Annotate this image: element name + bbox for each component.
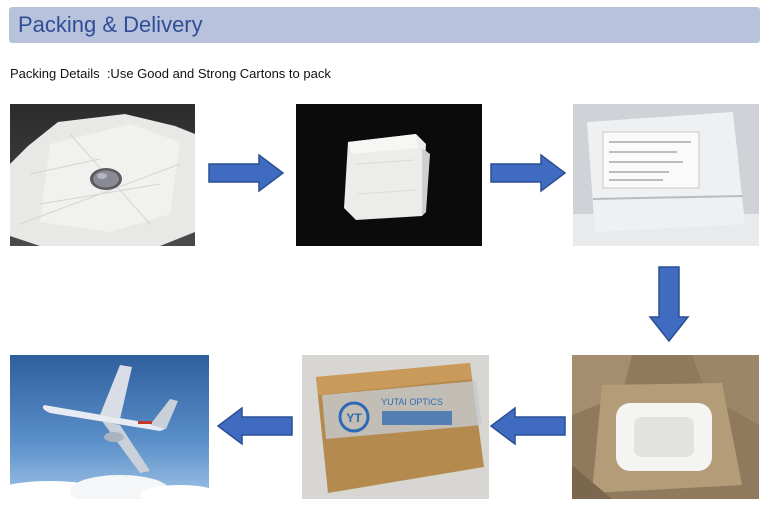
arrow-right-1	[207, 153, 285, 193]
packing-details-text: Packing Details :Use Good and Strong Car…	[10, 66, 331, 81]
arrow-down	[648, 265, 690, 343]
arrow-right-icon	[490, 153, 567, 193]
photo-foam-in-carton	[572, 355, 759, 499]
photo-wrapped-in-tissue	[296, 104, 482, 246]
arrow-right-2	[489, 153, 567, 193]
section-title: Packing & Delivery	[18, 12, 203, 37]
arrow-left-1	[489, 406, 567, 446]
photo-taped-carton: YT YUTAI OPTICS	[302, 355, 489, 499]
arrow-down-icon	[648, 266, 690, 343]
section-header: Packing & Delivery	[9, 7, 760, 43]
photo-lens-on-tissue	[10, 104, 195, 246]
arrow-left-icon	[489, 406, 566, 446]
arrow-left-2	[216, 406, 294, 446]
photo-sealed-plastic-bag	[573, 104, 759, 246]
carton-logo-text: YT	[346, 411, 362, 425]
photo-airplane-in-sky	[10, 355, 209, 499]
arrow-left-icon	[216, 406, 293, 446]
carton-brand-text: YUTAI OPTICS	[381, 397, 443, 407]
arrow-right-icon	[208, 153, 285, 193]
